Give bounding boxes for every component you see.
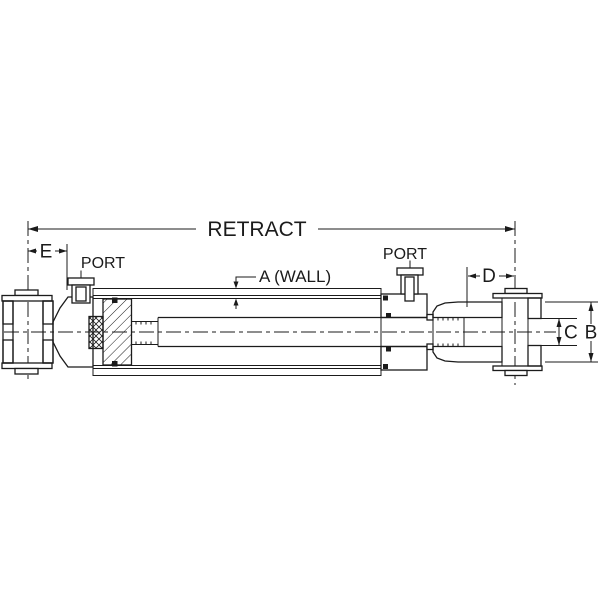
d-label: D <box>482 266 496 287</box>
retract-label: RETRACT <box>207 218 306 241</box>
port-left-bore <box>75 286 87 302</box>
dim-retract: RETRACT <box>28 218 515 241</box>
label-a-wall: A (WALL) <box>233 267 331 309</box>
d-arrow-right <box>506 273 514 279</box>
rod-wiper-bottom <box>426 343 434 351</box>
left-tube-top-flange <box>1 294 53 302</box>
a-wall-arrow-down <box>233 281 239 289</box>
barrel-wall-bottom <box>92 368 382 376</box>
a-wall-label: A (WALL) <box>259 267 331 286</box>
dim-d: D <box>466 266 514 307</box>
c-arrow-down <box>556 337 562 346</box>
dim-b: B <box>545 301 598 363</box>
a-wall-leader <box>235 276 256 285</box>
left-cross-tube-mount <box>1 289 54 375</box>
e-label: E <box>40 242 53 263</box>
retract-arrow-right <box>505 226 515 232</box>
rod-thread-ticks-right <box>437 317 459 347</box>
retract-arrow-left <box>28 226 38 232</box>
right-tube-bottom-cap <box>504 369 528 377</box>
gland-bottom <box>380 345 428 371</box>
b-label: B <box>585 323 598 344</box>
clevis-bottom <box>432 345 503 363</box>
label-port-right: PORT <box>383 246 427 268</box>
left-tube-bottom-flange <box>1 362 53 370</box>
b-arrow-up <box>588 302 594 311</box>
e-arrow-right <box>59 248 67 254</box>
right-tube-top-flange <box>492 292 543 299</box>
c-arrow-up <box>556 318 562 327</box>
port-left-flange <box>67 277 95 286</box>
port-right-bore <box>404 276 415 302</box>
right-cross-tube-mount <box>492 287 543 377</box>
dim-c: C <box>530 318 578 346</box>
b-arrow-down <box>588 353 594 362</box>
c-label: C <box>564 323 578 344</box>
dim-e: E <box>28 242 68 290</box>
port-left-label: PORT <box>81 255 125 272</box>
left-tube-walls <box>2 300 54 364</box>
rod-wiper-top <box>426 313 434 321</box>
right-tube-wall-top <box>527 297 542 320</box>
right-tube-wall-bottom <box>527 344 542 367</box>
port-right-flange <box>396 267 424 276</box>
right-tube-bottom-flange <box>492 365 543 372</box>
left-tube-bottom-cap <box>14 367 39 375</box>
left-tube-top-cap <box>14 289 39 297</box>
e-arrow-left <box>28 248 36 254</box>
right-tube-top-cap <box>504 287 528 295</box>
d-arrow-left <box>468 273 476 279</box>
rod-thread-ticks-left <box>135 321 152 345</box>
piston-assembly <box>88 297 133 367</box>
port-left <box>67 277 95 304</box>
piston-seal-bottom <box>112 361 118 367</box>
piston-seal-top <box>112 297 118 303</box>
rod-clevis <box>432 301 503 363</box>
label-port-left: PORT <box>80 255 125 278</box>
barrel-wall-top <box>92 288 382 296</box>
port-right <box>396 267 424 302</box>
port-right-label: PORT <box>383 246 427 263</box>
clevis-top <box>432 301 503 319</box>
a-wall-arrow-up <box>233 298 239 306</box>
